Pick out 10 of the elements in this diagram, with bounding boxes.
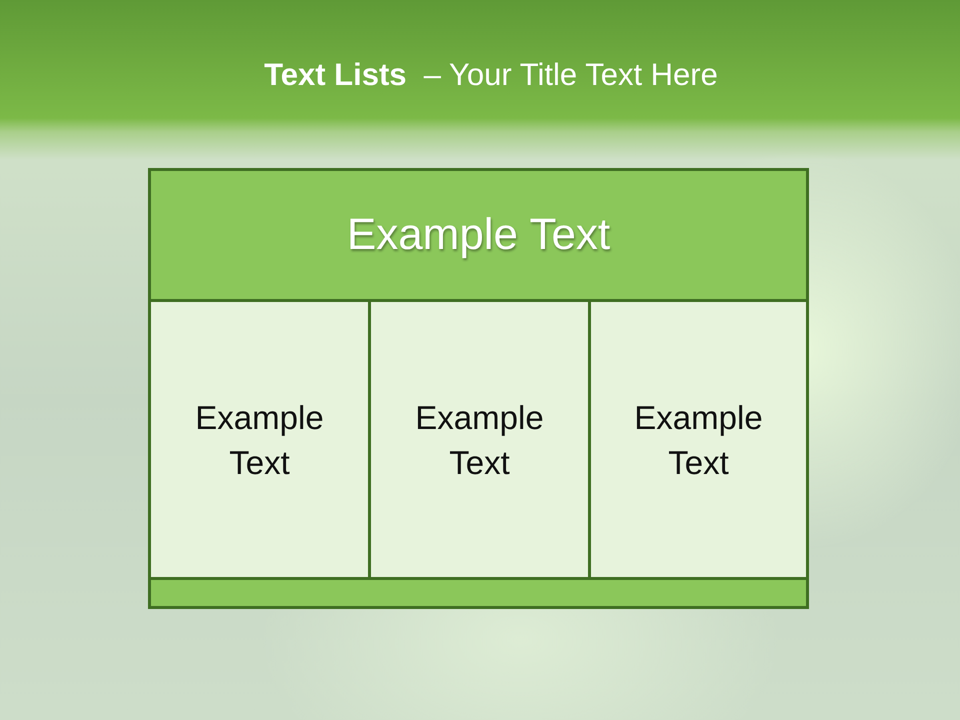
footer-bar: [148, 577, 809, 609]
column-panel: [588, 299, 809, 580]
slide-title: Text Lists – Your Title Text Here: [264, 56, 718, 94]
column-text: Example Text: [633, 398, 764, 482]
column-panel: [148, 299, 371, 580]
heading-text: Example Text: [346, 209, 610, 261]
column-panel: [368, 299, 591, 580]
header-band: [148, 168, 809, 302]
column-text: Example Text: [414, 398, 545, 482]
column-text: Example Text: [194, 398, 325, 482]
